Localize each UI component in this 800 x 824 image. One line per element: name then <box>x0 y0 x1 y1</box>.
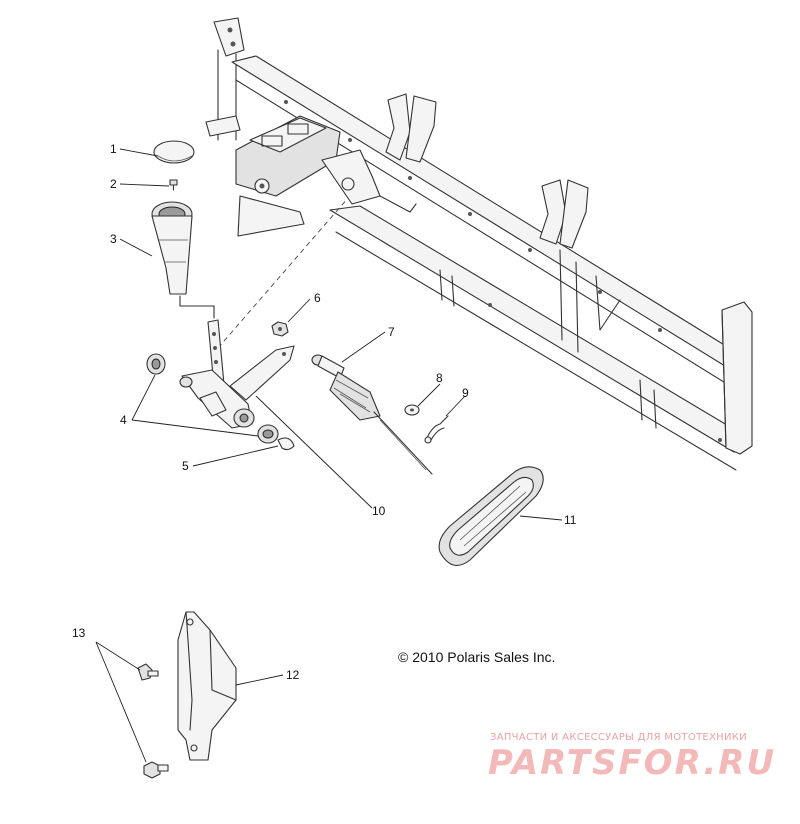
callout-3: 3 <box>110 232 117 246</box>
part-11-shift-boot <box>438 466 544 566</box>
watermark-tagline: ЗАПЧАСТИ И АКСЕССУАРЫ ДЛЯ МОТОТЕХНИКИ <box>490 732 747 743</box>
callout-5: 5 <box>182 459 189 473</box>
part-13-bolts <box>137 663 169 779</box>
callout-11: 11 <box>564 513 577 527</box>
callout-2: 2 <box>110 177 117 191</box>
part-10-shift-lever <box>179 319 295 429</box>
callout-13: 13 <box>72 626 86 640</box>
assembly-guide-line <box>217 197 349 349</box>
frame-assembly <box>205 17 753 471</box>
part-7-shift-cable <box>311 354 433 475</box>
watermark: ЗАПЧАСТИ И АКСЕССУАРЫ ДЛЯ МОТОТЕХНИКИ PA… <box>488 732 776 783</box>
callout-10: 10 <box>372 504 386 518</box>
callout-labels: 1 2 3 4 5 6 7 8 9 10 11 12 13 <box>72 142 577 682</box>
part-5-clip <box>277 437 295 451</box>
callout-9: 9 <box>462 386 469 400</box>
callout-6: 6 <box>314 291 321 305</box>
part-1-knob-cap <box>153 140 195 164</box>
part-3-shift-handle <box>151 201 215 319</box>
part-8-washer <box>404 404 420 416</box>
watermark-brand: PARTSFOR.RU <box>488 743 776 783</box>
part-6-nut <box>271 321 289 337</box>
leader-lines <box>95 148 563 763</box>
part-2-screw <box>169 179 178 191</box>
callout-4: 4 <box>120 413 127 427</box>
part-12-bracket <box>177 611 237 761</box>
callout-8: 8 <box>436 371 443 385</box>
copyright-notice: © 2010 Polaris Sales Inc. <box>398 649 555 665</box>
callout-1: 1 <box>110 142 117 156</box>
callout-12: 12 <box>286 668 300 682</box>
callout-7: 7 <box>388 325 395 339</box>
part-9-cotter-pin <box>424 415 449 444</box>
part-4-bushings <box>146 353 279 444</box>
